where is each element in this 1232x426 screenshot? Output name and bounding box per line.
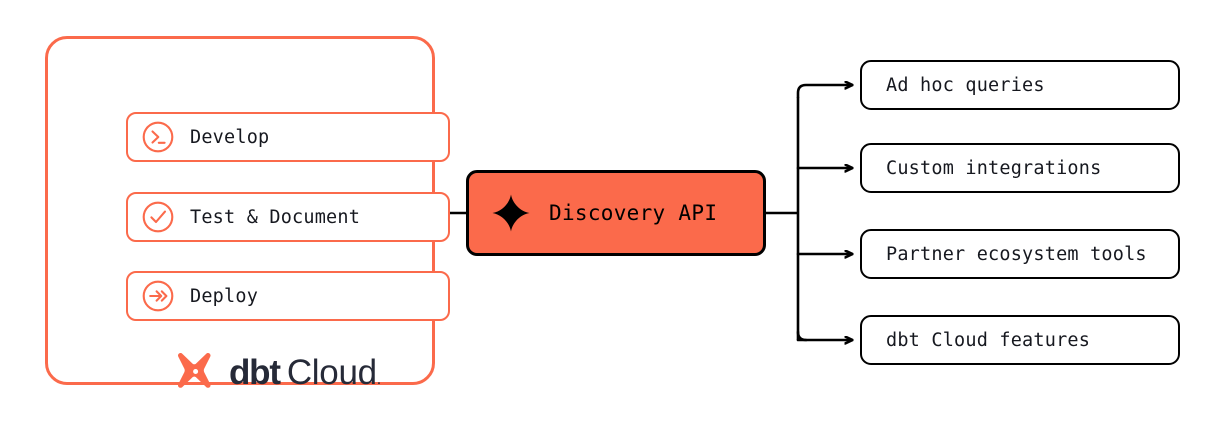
consumer-dbt-cloud-features[interactable]: dbt Cloud features	[860, 315, 1180, 365]
consumer-partner-ecosystem-tools[interactable]: Partner ecosystem tools	[860, 229, 1180, 279]
consumer-custom-integrations[interactable]: Custom integrations	[860, 143, 1180, 193]
consumer-label-ad-hoc-queries: Ad hoc queries	[886, 74, 1045, 96]
consumer-label-custom-integrations: Custom integrations	[886, 157, 1102, 179]
consumer-label-dbt-cloud-features: dbt Cloud features	[886, 329, 1091, 351]
stage-label-deploy: Deploy	[190, 285, 259, 307]
sparkle-star-icon	[492, 194, 530, 232]
discovery-api-node[interactable]: Discovery API	[466, 170, 766, 256]
dbt-x-mark-icon	[177, 353, 211, 388]
check-circle-icon	[142, 201, 174, 233]
stage-label-test-document: Test & Document	[190, 206, 361, 228]
stage-item-develop[interactable]: Develop	[126, 112, 450, 162]
wordmark-dot: .	[376, 370, 382, 388]
stage-item-test-document[interactable]: Test & Document	[126, 192, 450, 242]
connector-branch-1	[796, 85, 852, 99]
consumer-ad-hoc-queries[interactable]: Ad hoc queries	[860, 60, 1180, 110]
discovery-api-label: Discovery API	[549, 201, 718, 225]
double-chevron-arrow-icon	[142, 280, 174, 312]
wordmark-cloud: Cloud	[286, 352, 377, 392]
connector-branch-4-elbow	[796, 330, 808, 342]
dbt-cloud-platform-panel: Develop Test & Document Deploy	[45, 36, 450, 390]
stage-item-deploy[interactable]: Deploy	[126, 271, 450, 321]
stage-label-develop: Develop	[190, 126, 270, 148]
wordmark-dbt: dbt	[229, 352, 281, 392]
consumer-label-partner-ecosystem-tools: Partner ecosystem tools	[886, 243, 1147, 265]
terminal-prompt-icon	[142, 121, 174, 153]
